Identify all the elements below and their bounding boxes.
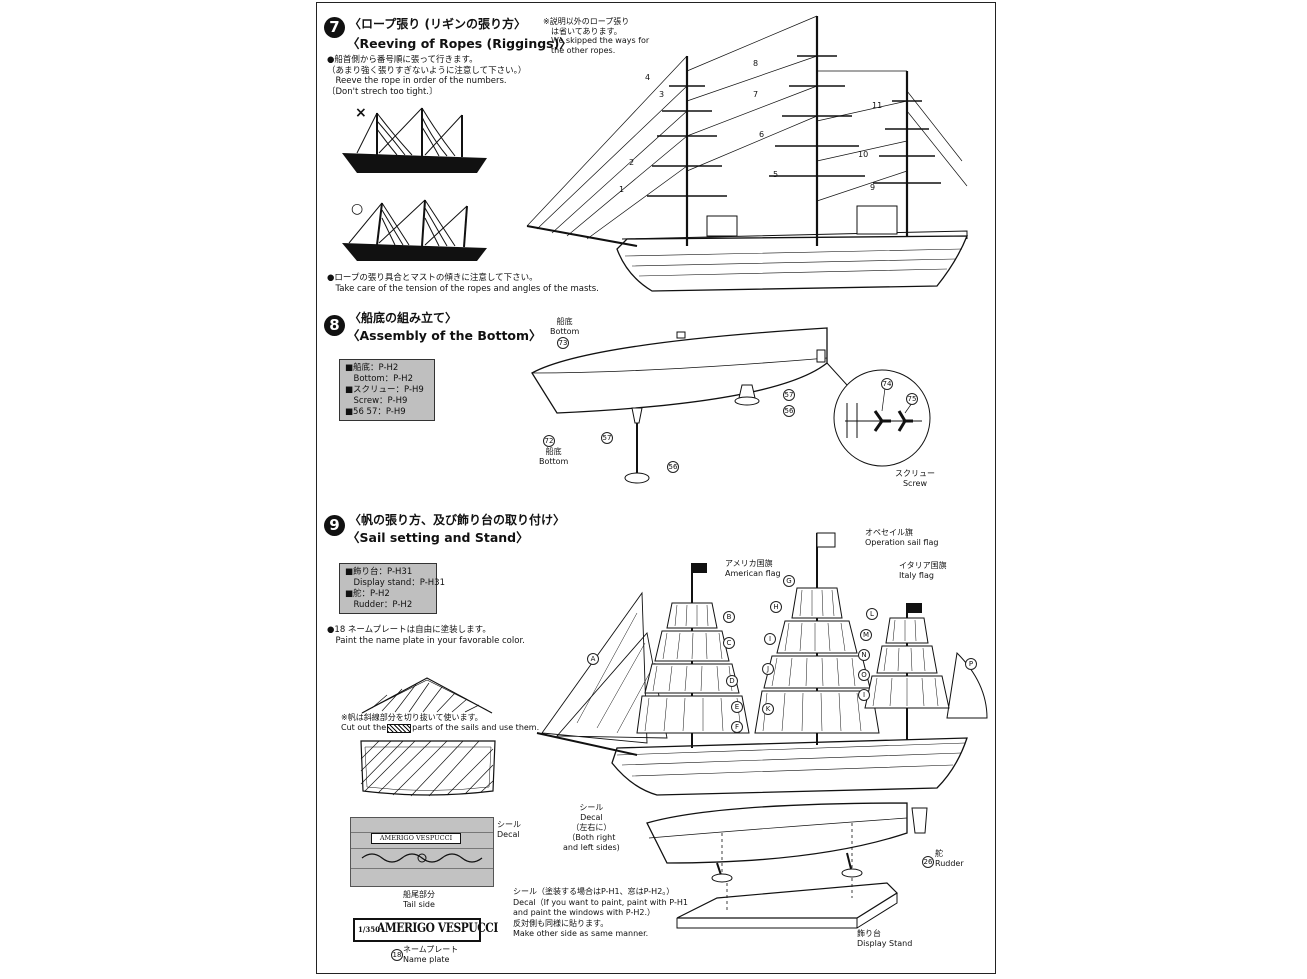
wrong-rigging-ship-diagram: [342, 107, 487, 173]
part-number-56: 56: [667, 461, 679, 473]
name-plate-scale: 1/350: [358, 925, 381, 934]
part-number-72: 72: [543, 435, 555, 447]
step7-bottom-note: ●ロープの張り具合とマストの傾きに注意して下さい。 Take care of t…: [327, 273, 599, 294]
screw-detail-diagram: [826, 362, 931, 467]
sail-marker-h: H: [770, 601, 782, 613]
name-plate-note: ●18 ネームプレートは自由に塗装します。 Paint the name pla…: [327, 625, 525, 646]
correct-rigging-ship-diagram: [342, 199, 487, 261]
sail-marker-a: A: [587, 653, 599, 665]
rope-number: 3: [659, 90, 665, 99]
step8-number: 8: [324, 315, 345, 336]
step8-parts-box: ■船底：P-H2 Bottom：P-H2■スクリュー：P-H9 Screw：P-…: [339, 359, 435, 421]
sail-marker-p: P: [965, 658, 977, 670]
decal-ship-name: AMERIGO VESPUCCI: [371, 833, 461, 844]
step7-number: 7: [324, 17, 345, 38]
step9-title-en: 〈Sail setting and Stand〉: [347, 530, 529, 545]
name-plate: 1/350 AMERIGO VESPUCCI: [353, 918, 498, 942]
sailed-ship-diagram: [536, 532, 988, 929]
step9-title-ja: 〈帆の張り方、及び飾り台の取り付け〉: [349, 513, 566, 527]
rigging-ship-diagram: [526, 15, 968, 292]
bottom-hull-diagram: [531, 327, 828, 484]
sail-marker-o: O: [858, 669, 870, 681]
sail-marker-g: G: [783, 575, 795, 587]
sail-marker-d: D: [726, 675, 738, 687]
step9-parts-box: ■飾り台：P-H31 Display stand：P-H31■舵：P-H2 Ru…: [339, 563, 445, 614]
rope-number: 9: [870, 183, 876, 192]
right-mark: ○: [351, 201, 364, 217]
rope-number: 2: [629, 158, 635, 167]
sail-marker-i2: I: [858, 689, 870, 701]
wrong-mark: ×: [355, 105, 367, 121]
rope-number: 8: [753, 59, 759, 68]
rope-number: 5: [773, 170, 779, 179]
sail-marker-l: L: [866, 608, 878, 620]
part-number-18: 18: [391, 949, 403, 961]
part-number-73: 73: [557, 337, 569, 349]
sail-marker-f: F: [731, 721, 743, 733]
step7-title-en: 〈Reeving of Ropes (Riggings)〉: [347, 36, 572, 51]
sail-marker-i: I: [764, 633, 776, 645]
part-number-56: 56: [783, 405, 795, 417]
instruction-sheet: 7 〈ロープ張り (リギンの張り方〉 〈Reeving of Ropes (Ri…: [316, 2, 996, 974]
decal-sheet: AMERIGO VESPUCCI: [350, 817, 494, 887]
part-number-57: 57: [601, 432, 613, 444]
sail-marker-e: E: [731, 701, 743, 713]
decal-ornament: [361, 853, 483, 863]
sail-marker-c: C: [723, 637, 735, 649]
step9-number: 9: [324, 515, 345, 536]
step7-skip-note: ※説明以外のロープ張り は省いてあります。 We skipped the way…: [543, 17, 650, 55]
sail-marker-j: J: [762, 663, 774, 675]
rope-number: 10: [858, 150, 869, 159]
sail-marker-m: M: [860, 629, 872, 641]
part-number-26: 26: [922, 856, 934, 868]
rope-number: 11: [872, 101, 883, 110]
part-number-57: 57: [783, 389, 795, 401]
name-plate-text: AMERIGO VESPUCCI: [377, 921, 498, 936]
hatched-sail-panel: [360, 740, 496, 797]
rope-number: 6: [759, 130, 765, 139]
sail-marker-k: K: [762, 703, 774, 715]
rope-number: 1: [619, 185, 625, 194]
hatch-swatch: [387, 723, 412, 733]
step7-title-ja: 〈ロープ張り (リギンの張り方〉: [349, 17, 526, 31]
hatched-sail-triangle: [361, 677, 493, 714]
rope-number: 7: [753, 90, 759, 99]
step8-title-en: 〈Assembly of the Bottom〉: [347, 328, 542, 343]
sail-marker-n: N: [858, 649, 870, 661]
step8-title-ja: 〈船底の組み立て〉: [349, 311, 458, 325]
decal-paint-note: シール（塗装する場合はP-H1、窓はP-H2。）Decal（If you wan…: [513, 887, 688, 938]
sail-marker-b: B: [723, 611, 735, 623]
part-number-75: 75: [906, 393, 918, 405]
step7-instructions: ●船首側から番号順に張って行きます。（あまり強く張りすぎないように注意して下さい…: [327, 55, 527, 97]
rope-number: 4: [645, 73, 651, 82]
cut-note: ※帆は斜線部分を切り抜いて使います。 Cut out the parts of …: [341, 713, 540, 733]
part-number-74: 74: [881, 378, 893, 390]
